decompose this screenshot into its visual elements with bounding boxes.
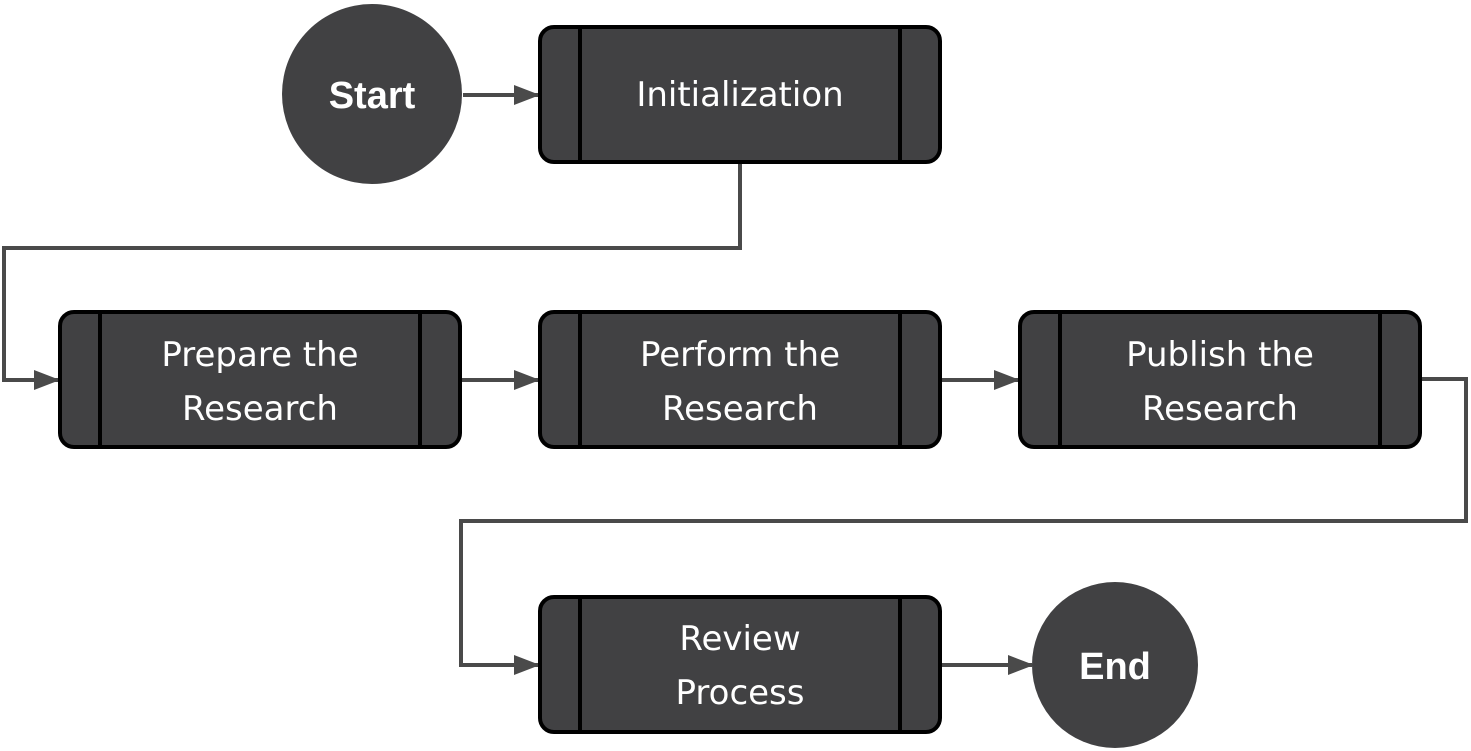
connectors — [2, 85, 1468, 675]
start-node[interactable]: Start — [282, 4, 462, 184]
start-label: Start — [329, 75, 416, 117]
edge-publish-to-review — [459, 377, 1468, 675]
prepare-research-node[interactable]: Prepare the Research — [58, 310, 462, 449]
initialization-node[interactable]: Initialization — [538, 25, 942, 164]
review-label-line2: Process — [676, 673, 805, 713]
edge-initialization-to-prepare — [2, 162, 742, 390]
end-label: End — [1079, 646, 1151, 688]
publish-research-node[interactable]: Publish the Research — [1018, 310, 1422, 449]
publish-label-line2: Research — [1142, 389, 1298, 429]
review-label-line1: Review — [679, 619, 800, 659]
perform-research-node[interactable]: Perform the Research — [538, 310, 942, 449]
perform-label-line2: Research — [662, 389, 818, 429]
end-node[interactable]: End — [1032, 582, 1198, 748]
perform-label-line1: Perform the — [640, 335, 840, 375]
prepare-label-line1: Prepare the — [161, 335, 358, 375]
review-process-node[interactable]: Review Process — [538, 595, 942, 734]
initialization-label: Initialization — [636, 75, 843, 115]
prepare-label-line2: Research — [182, 389, 338, 429]
publish-label-line1: Publish the — [1126, 335, 1314, 375]
